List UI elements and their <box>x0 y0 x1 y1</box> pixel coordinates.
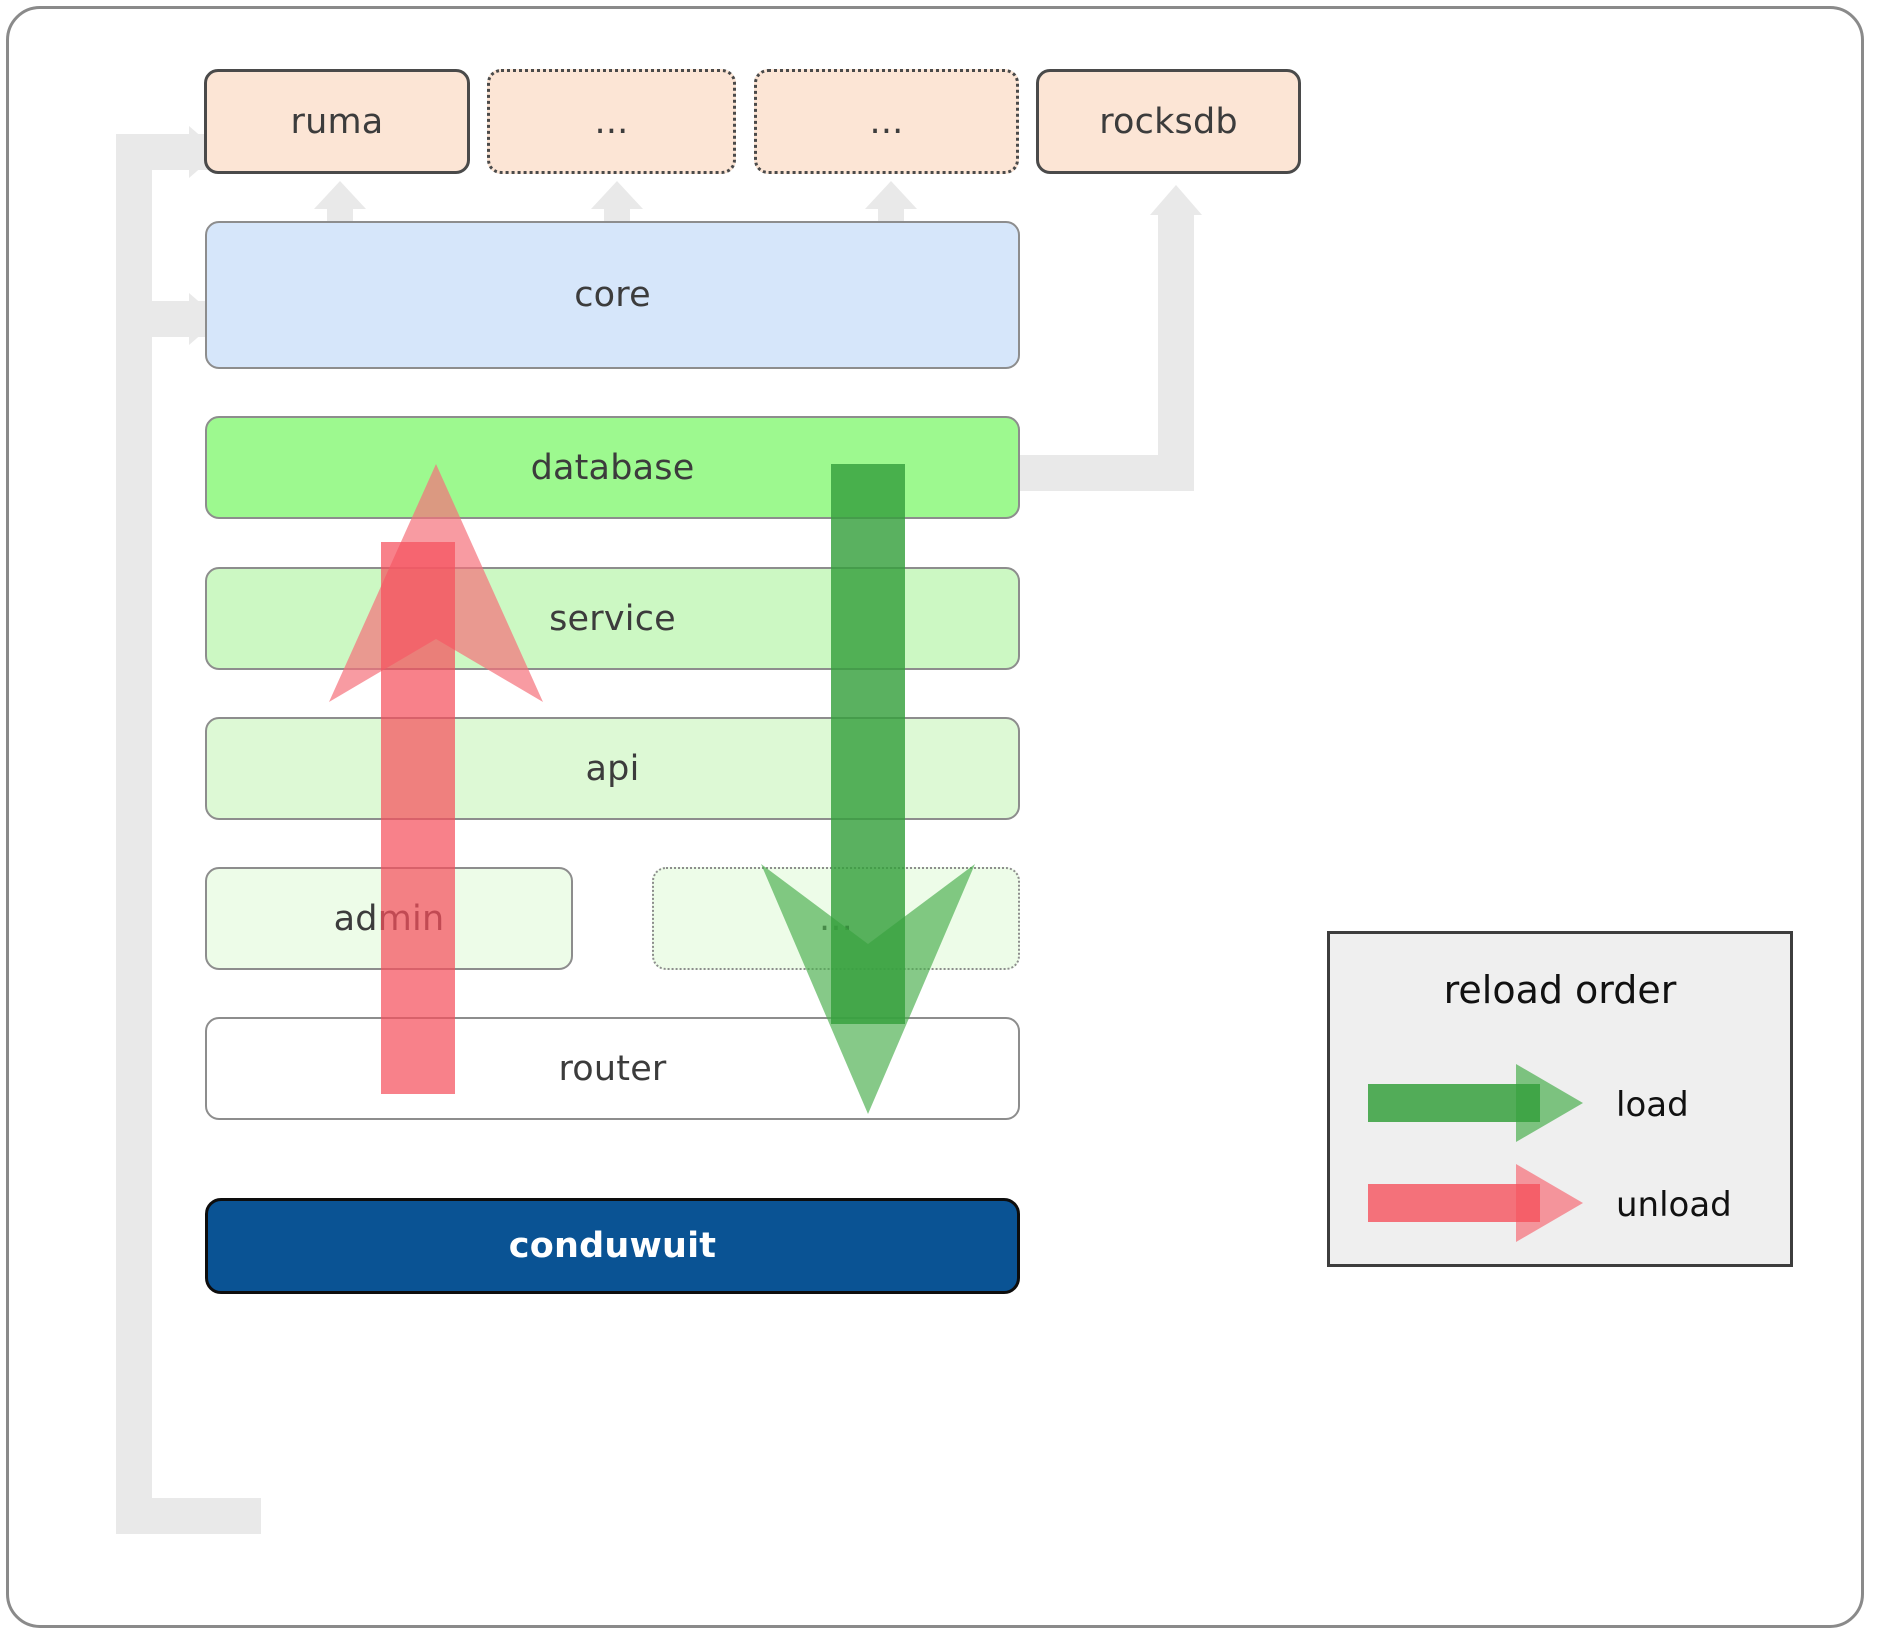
node-api-label: api <box>585 748 640 789</box>
legend-row-load: load <box>1368 1062 1689 1148</box>
node-service-label: service <box>549 598 676 639</box>
load-arrow <box>753 464 983 1114</box>
legend-label-unload: unload <box>1616 1185 1732 1225</box>
node-conduwuit[interactable]: conduwuit <box>205 1198 1020 1294</box>
node-core-label: core <box>574 275 651 315</box>
node-dep-placeholder-2-label: ... <box>869 101 904 142</box>
node-database-label: database <box>530 447 695 488</box>
connector-left-trunk <box>116 134 152 1534</box>
connector-left-bottom-leg <box>116 1498 261 1534</box>
node-ruma[interactable]: ruma <box>204 69 470 174</box>
connector-core-to-ruma-arrowhead <box>314 181 366 209</box>
legend-label-load: load <box>1616 1085 1689 1125</box>
node-dep-placeholder-1[interactable]: ... <box>487 69 736 174</box>
node-dep-placeholder-2[interactable]: ... <box>754 69 1019 174</box>
node-router-label: router <box>558 1048 667 1089</box>
node-rocksdb[interactable]: rocksdb <box>1036 69 1301 174</box>
node-conduwuit-label: conduwuit <box>508 1226 717 1266</box>
node-rocksdb-label: rocksdb <box>1099 101 1238 142</box>
unload-arrow <box>321 454 551 1104</box>
node-core[interactable]: core <box>205 221 1020 369</box>
connector-database-to-rocksdb-arrowhead <box>1150 185 1202 215</box>
connector-database-to-rocksdb-vertical <box>1158 214 1194 491</box>
legend-row-unload: unload <box>1368 1162 1732 1248</box>
unload-legend-icon <box>1368 1162 1588 1248</box>
connector-core-to-dep3-arrowhead <box>865 181 917 209</box>
node-ruma-label: ruma <box>290 101 384 142</box>
legend-title: reload order <box>1443 968 1677 1012</box>
legend-panel: reload order load unload <box>1327 931 1793 1267</box>
node-dep-placeholder-1-label: ... <box>594 101 629 142</box>
load-legend-icon <box>1368 1062 1588 1148</box>
connector-core-to-dep2-arrowhead <box>591 181 643 209</box>
diagram-canvas: ruma ... ... rocksdb core database servi… <box>6 6 1864 1628</box>
